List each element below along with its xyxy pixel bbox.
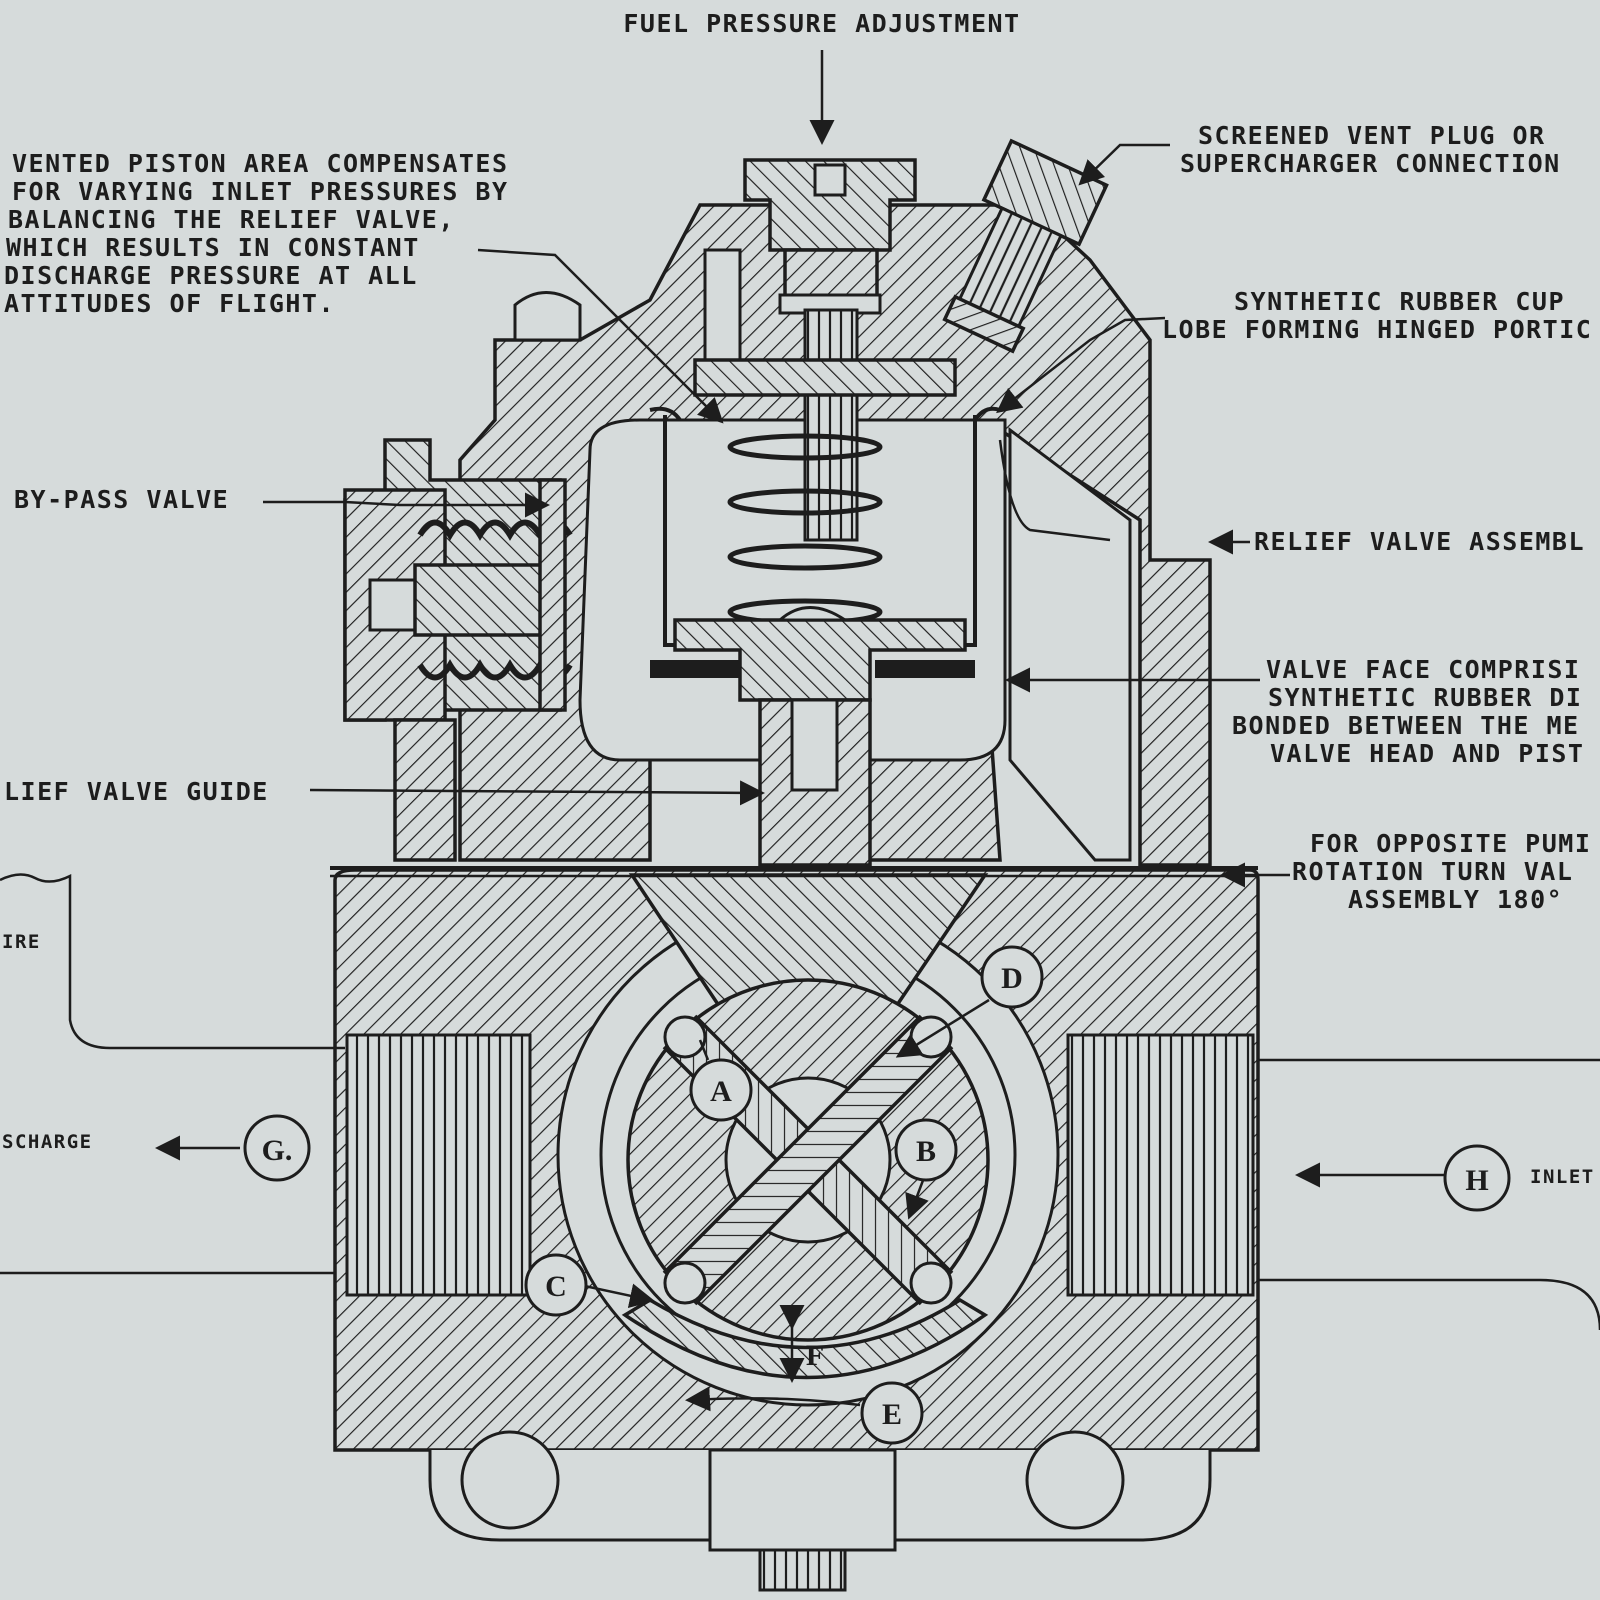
svg-text:SCREENED VENT PLUG OR: SCREENED VENT PLUG OR [1198,121,1546,150]
svg-text:F: F [806,1339,824,1372]
discharge-port-thread [345,1033,532,1297]
svg-text:A: A [710,1075,732,1108]
svg-text:SUPERCHARGER CONNECTION: SUPERCHARGER CONNECTION [1180,149,1561,178]
svg-text:BONDED BETWEEN THE ME: BONDED BETWEEN THE ME [1232,711,1580,740]
svg-text:ROTATION TURN VAL: ROTATION TURN VAL [1292,857,1573,886]
callout-g: G. [243,1114,311,1182]
callout-h: H [1443,1144,1511,1212]
svg-text:FOR VARYING INLET PRESSURES BY: FOR VARYING INLET PRESSURES BY [12,177,509,206]
inlet-port-thread [1066,1033,1255,1297]
svg-text:VALVE FACE COMPRISI: VALVE FACE COMPRISI [1266,655,1580,684]
bypass-valve-label: BY-PASS VALVE [14,485,229,514]
svg-text:VENTED PISTON AREA COMPENSATES: VENTED PISTON AREA COMPENSATES [12,149,509,178]
svg-text:BALANCING THE RELIEF VALVE,: BALANCING THE RELIEF VALVE, [8,205,455,234]
svg-text:C: C [545,1270,567,1303]
pump-body [333,868,1260,1592]
inlet-label: INLET [1530,1166,1595,1188]
screened-vent-note: SCREENED VENT PLUG OR SUPERCHARGER CONNE… [1180,121,1561,178]
svg-text:ASSEMBLY 180°: ASSEMBLY 180° [1348,885,1563,914]
callout-circles: A B C D E F G. H [243,945,1511,1445]
svg-text:E: E [882,1398,902,1431]
fuel-pressure-label: FUEL PRESSURE ADJUSTMENT [623,9,1020,38]
svg-text:SYNTHETIC RUBBER CUP: SYNTHETIC RUBBER CUP [1234,287,1565,316]
callout-e: E [860,1381,924,1445]
svg-text:DISCHARGE PRESSURE AT ALL: DISCHARGE PRESSURE AT ALL [4,261,418,290]
svg-text:ATTITUDES OF FLIGHT.: ATTITUDES OF FLIGHT. [4,289,335,318]
svg-text:H: H [1465,1164,1488,1197]
relief-guide-label: LIEF VALVE GUIDE [4,777,269,806]
rubber-cup-note: SYNTHETIC RUBBER CUP LOBE FORMING HINGED… [1162,287,1592,344]
svg-text:VALVE HEAD AND PIST: VALVE HEAD AND PIST [1270,739,1584,768]
svg-text:G.: G. [262,1134,293,1167]
valve-face-note: VALVE FACE COMPRISI SYNTHETIC RUBBER DI … [1232,655,1584,768]
callout-d: D [980,945,1044,1009]
svg-text:WHICH RESULTS IN CONSTANT: WHICH RESULTS IN CONSTANT [6,233,420,262]
adjustment-cap [743,158,917,252]
ire-label: IRE [2,931,41,953]
svg-text:FOR OPPOSITE PUMI: FOR OPPOSITE PUMI [1310,829,1591,858]
svg-text:D: D [1001,962,1023,995]
external-lines [0,873,1600,1331]
svg-text:LOBE FORMING HINGED PORTIC: LOBE FORMING HINGED PORTIC [1162,315,1592,344]
callout-a: A [689,1058,753,1122]
text-labels: FUEL PRESSURE ADJUSTMENT VENTED PISTON A… [2,9,1595,1188]
callout-c: C [524,1253,588,1317]
relief-spring [727,433,883,626]
bypass-valve [343,438,573,862]
callout-f: F [806,1339,824,1372]
vented-piston-note: VENTED PISTON AREA COMPENSATES FOR VARYI… [4,149,509,318]
relief-assembly-label: RELIEF VALVE ASSEMBL [1254,527,1585,556]
opposite-rotation-note: FOR OPPOSITE PUMI ROTATION TURN VAL ASSE… [1292,829,1591,914]
svg-text:B: B [916,1135,936,1168]
adjusting-screw [803,308,859,542]
callout-b: B [894,1118,958,1182]
relief-valve-housing [330,138,1258,878]
svg-text:SYNTHETIC RUBBER DI: SYNTHETIC RUBBER DI [1268,683,1582,712]
leader-lines [155,50,1445,1412]
discharge-label: SCHARGE [2,1131,93,1153]
vent-plug [942,138,1109,354]
